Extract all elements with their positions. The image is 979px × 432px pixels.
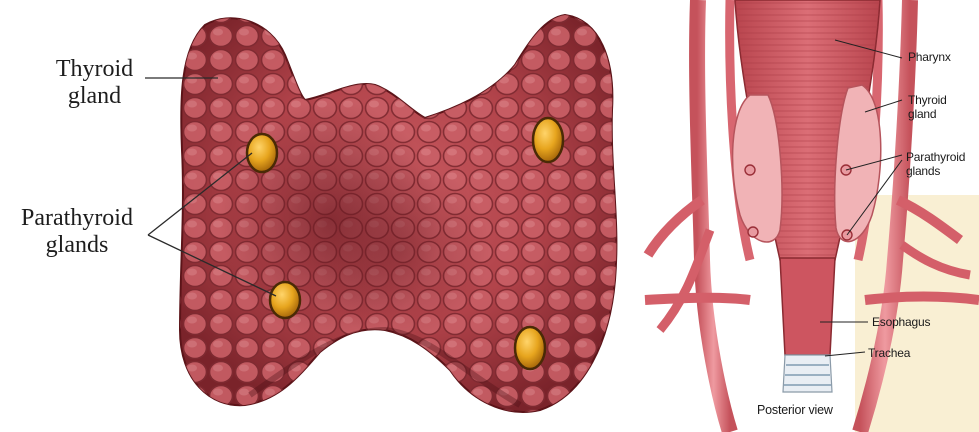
parathyroid-dot-left-lower [748, 227, 758, 237]
parathyroid-gland-lower-right [515, 327, 545, 369]
trachea-shape [783, 355, 832, 392]
thyroid-anterior-illustration: Thyroid gland Parathyroid glands [0, 0, 640, 432]
thyroid-gland-label-small: Thyroid gland [908, 93, 947, 121]
parathyroid-label-line2: glands [12, 232, 142, 259]
parathyroid-glands-label-small: Parathyroid glands [906, 150, 965, 178]
thyroid-small-line2: gland [908, 107, 947, 121]
trachea-label: Trachea [868, 346, 910, 360]
thyroid-label-line2: gland [52, 83, 137, 110]
posterior-anatomy-drawing [640, 0, 979, 432]
posterior-view-illustration: Pharynx Thyroid gland Parathyroid glands… [640, 0, 979, 432]
parathyroid-small-line2: glands [906, 164, 965, 178]
thyroid-label-line1: Thyroid [52, 56, 137, 83]
pharynx-label: Pharynx [908, 50, 951, 64]
thyroid-gland-label: Thyroid gland [52, 56, 137, 110]
esophagus-label: Esophagus [872, 315, 930, 329]
parathyroid-gland-lower-left [270, 282, 300, 318]
parathyroid-gland-upper-right [533, 118, 563, 162]
thyroid-small-line1: Thyroid [908, 93, 947, 107]
parathyroid-small-line1: Parathyroid [906, 150, 965, 164]
parathyroid-label-line1: Parathyroid [12, 205, 142, 232]
parathyroid-glands-label: Parathyroid glands [12, 205, 142, 259]
esophagus-shape [780, 258, 835, 355]
posterior-view-caption: Posterior view [757, 403, 833, 417]
parathyroid-dot-left-upper [745, 165, 755, 175]
